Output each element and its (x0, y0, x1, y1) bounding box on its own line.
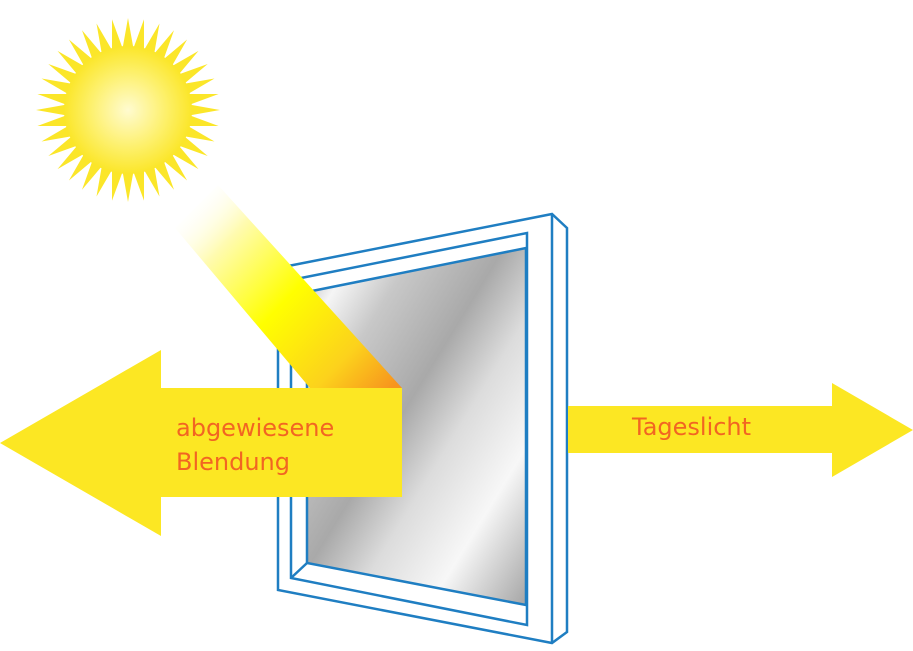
reflected-label-line2: Blendung (176, 448, 290, 476)
sunlight-beam (175, 185, 402, 388)
sun-core (64, 46, 192, 174)
reflected-label-line1: abgewiesene (176, 414, 335, 442)
reflected-glare-label: abgewiesene Blendung (176, 411, 334, 479)
arrow-left-icon (0, 350, 402, 536)
arrow-right-icon (568, 383, 913, 477)
daylight-label: Tageslicht (632, 413, 752, 441)
sun-icon (36, 18, 220, 202)
